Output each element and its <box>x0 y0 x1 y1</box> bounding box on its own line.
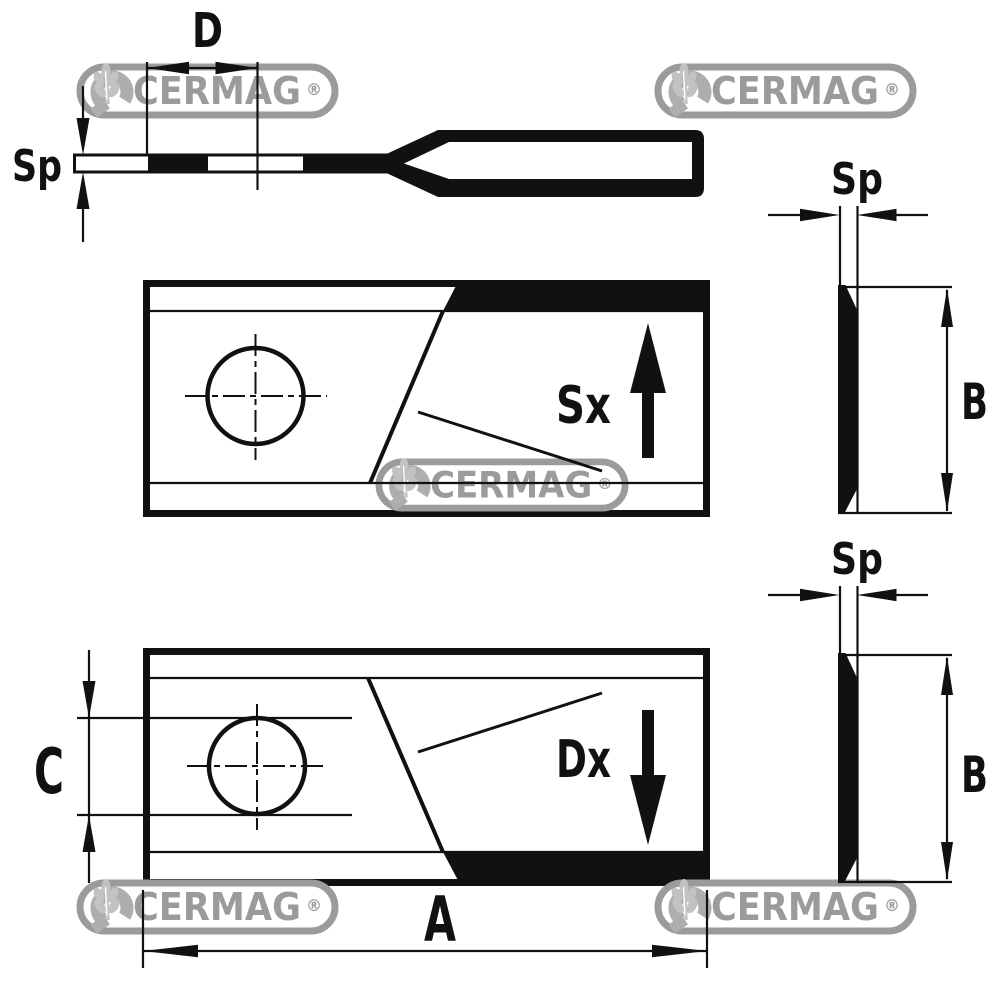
dx-bevel-mark-line <box>417 691 603 754</box>
dimension-b-middle: B <box>941 288 988 512</box>
sx-bevel-diagonal <box>368 310 445 484</box>
sx-blade-linework <box>150 309 703 485</box>
cermag-watermark <box>658 63 913 118</box>
label-sp: Sp <box>12 141 62 192</box>
dx-bevel-diagonal <box>366 677 445 853</box>
down-arrow-icon <box>630 710 666 845</box>
label-a: A <box>424 883 456 956</box>
cermag-watermark <box>658 879 913 934</box>
label-c: C <box>34 735 64 808</box>
arrowhead-down <box>941 842 953 881</box>
arrowhead-left <box>143 944 198 958</box>
arrowhead-right <box>652 944 707 958</box>
dx-annotation: Dx <box>556 710 666 845</box>
arrowhead-up <box>76 172 90 209</box>
sx-cross-section <box>838 285 952 515</box>
dimension-b-bottom: B <box>941 656 988 881</box>
label-dx: Dx <box>556 730 611 790</box>
label-sp: Sp <box>831 534 883 585</box>
label-sx: Sx <box>556 376 611 436</box>
arrowhead-left <box>857 208 897 222</box>
dimension-sp-bottom: Sp <box>768 534 928 658</box>
dimension-a: A <box>141 883 709 968</box>
arrowhead-up <box>82 815 96 852</box>
label-b: B <box>961 373 988 431</box>
sx-bevel-mark-line <box>417 410 603 473</box>
blade-flared-end-hollow <box>404 142 692 179</box>
section-bevel-wedge <box>838 285 858 514</box>
cermag-watermark <box>80 879 335 934</box>
cermag-watermark <box>80 63 335 118</box>
strip-black-segment <box>303 153 397 174</box>
arrowhead-right <box>800 208 840 222</box>
section-bevel-wedge <box>838 653 858 883</box>
arrowhead-right <box>215 61 258 75</box>
arrowhead-up <box>941 656 953 695</box>
label-b: B <box>961 746 988 804</box>
sx-annotation: Sx <box>556 323 666 458</box>
dx-blade-linework <box>150 676 703 854</box>
dx-cutting-edge-band <box>443 852 710 886</box>
label-d: D <box>192 3 223 59</box>
dx-cross-section <box>838 653 952 884</box>
sx-cutting-edge-band <box>443 280 710 311</box>
dimension-c: C <box>34 650 352 883</box>
side-view-blade <box>73 130 704 197</box>
up-arrow-icon <box>630 323 666 458</box>
arrowhead-down <box>941 473 953 512</box>
arrowhead-down <box>82 681 96 718</box>
arrowhead-down <box>76 118 90 155</box>
label-sp: Sp <box>831 154 883 205</box>
arrowhead-right <box>800 588 840 602</box>
arrowhead-left <box>147 61 189 75</box>
dimension-sp-top: Sp <box>12 86 90 242</box>
dx-blade-top-view <box>143 648 710 886</box>
strip-black-segment <box>148 153 208 174</box>
arrowhead-left <box>857 588 897 602</box>
arrowhead-up <box>941 288 953 327</box>
dimension-sp-middle: Sp <box>768 154 928 290</box>
dimension-d: D <box>145 3 259 190</box>
